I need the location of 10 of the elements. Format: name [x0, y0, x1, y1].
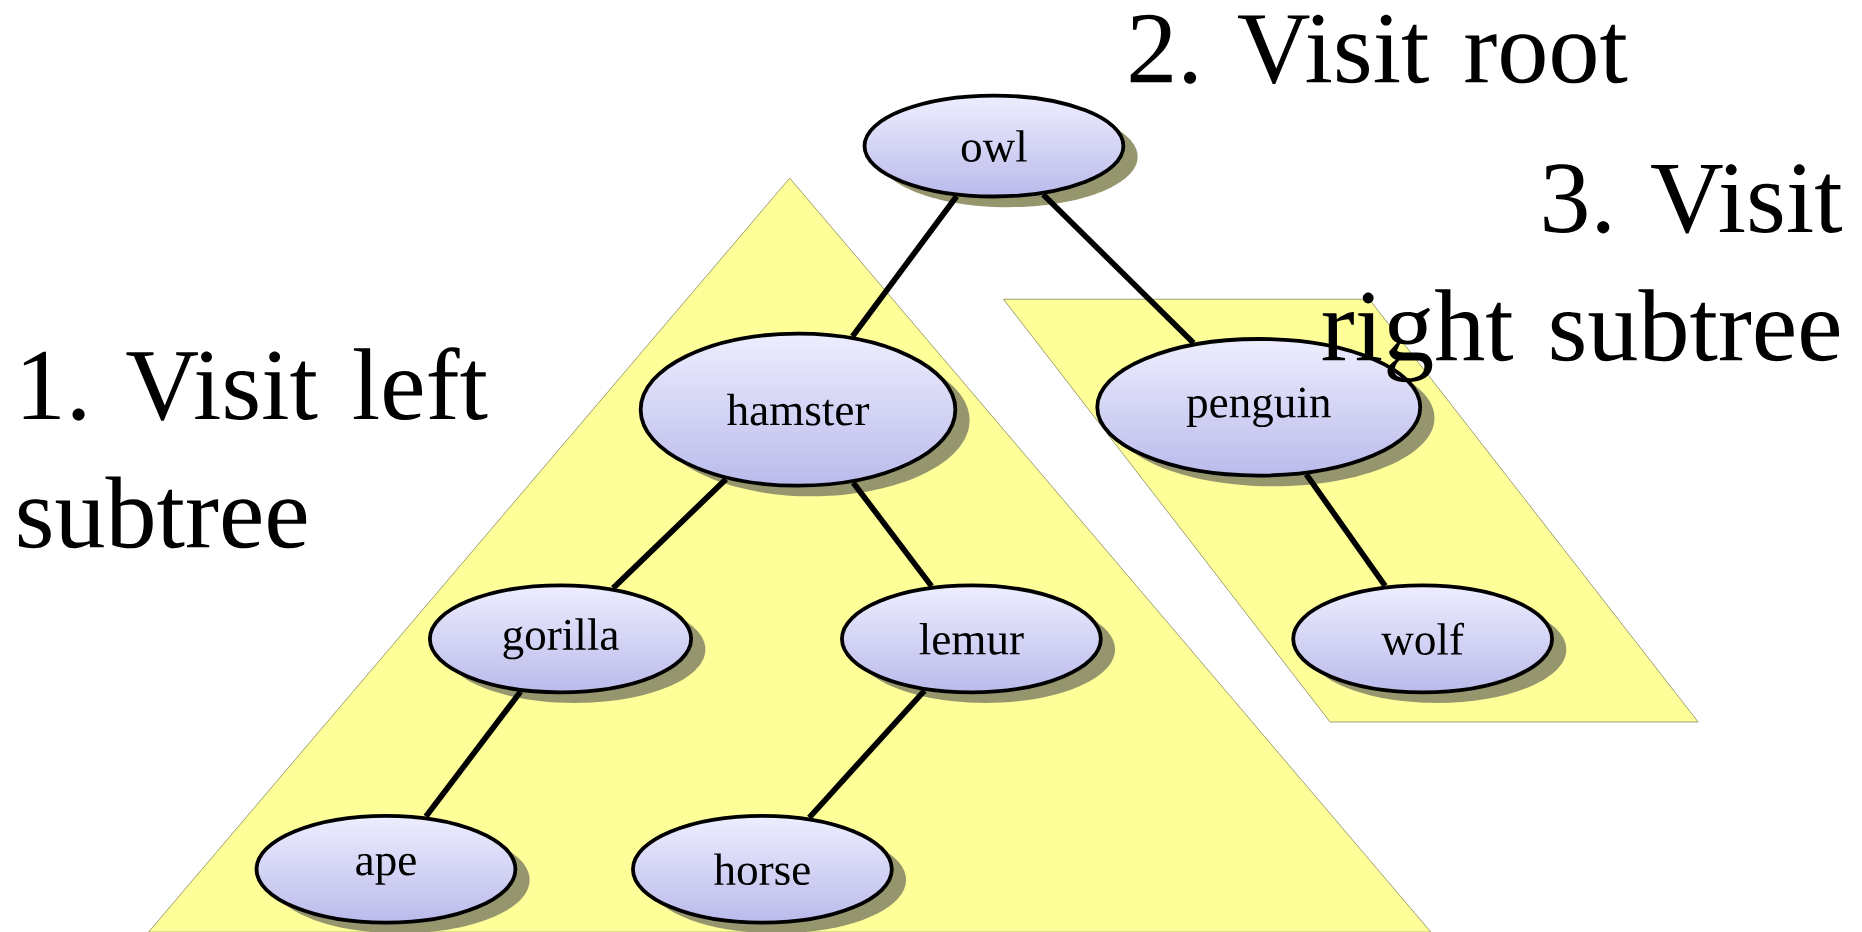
- tree-edge: [1303, 472, 1388, 588]
- tree-edge: [850, 194, 959, 339]
- tree-edge: [807, 688, 927, 820]
- step-label: 1. Visit left subtree: [18, 347, 488, 549]
- tree-edge: [1041, 192, 1196, 345]
- tree-edge: [851, 480, 934, 588]
- tree-edge: [423, 689, 523, 819]
- tree-node: owl: [862, 93, 1138, 208]
- step-label: 2. Visit root: [1130, 14, 1628, 84]
- tree-edge: [611, 477, 728, 591]
